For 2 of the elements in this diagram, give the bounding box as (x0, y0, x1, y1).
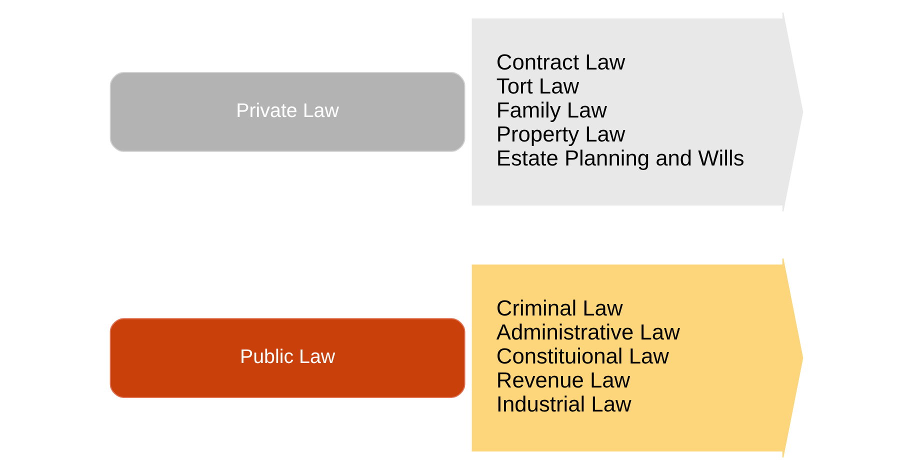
node-box: Public Law (109, 318, 465, 398)
node-box: Private Law (109, 72, 465, 152)
